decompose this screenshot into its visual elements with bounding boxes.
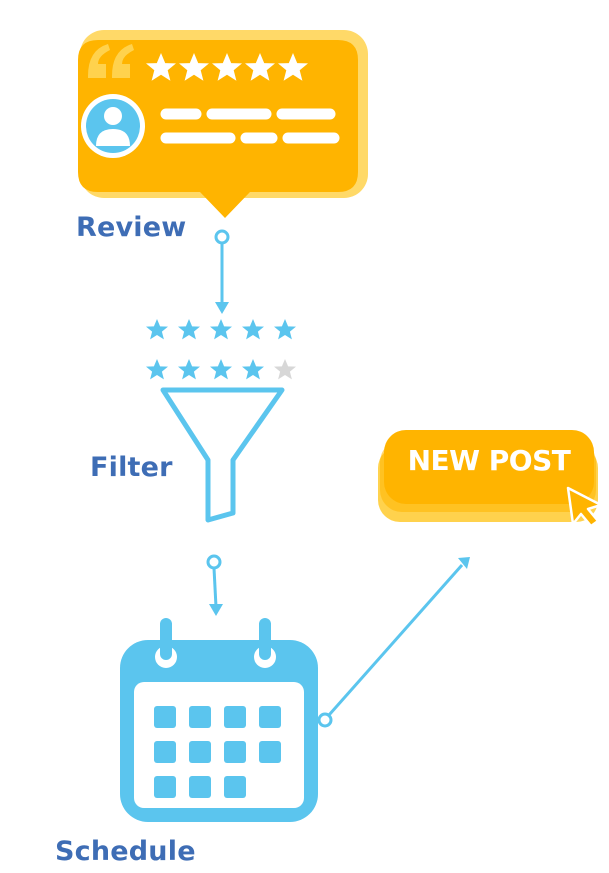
quote-icon <box>88 44 134 78</box>
connector-schedule-to-new-post <box>317 557 470 728</box>
filter-stars-row-1 <box>146 319 296 340</box>
star-icon <box>146 359 168 380</box>
calendar-icon <box>120 618 318 822</box>
star-icon <box>242 319 264 340</box>
review-text-lines <box>160 108 340 144</box>
star-icon <box>178 319 200 340</box>
calendar-grid <box>154 706 281 798</box>
star-icon <box>146 319 168 340</box>
schedule-label: Schedule <box>55 836 196 867</box>
star-icon <box>242 359 264 380</box>
star-icon <box>178 359 200 380</box>
filter-label: Filter <box>90 452 173 483</box>
cursor-click-icon <box>546 462 603 528</box>
star-icon <box>274 319 296 340</box>
new-post-label: NEW POST <box>407 444 571 477</box>
review-label: Review <box>76 212 187 243</box>
connector-filter-to-schedule <box>206 554 223 616</box>
connector-review-to-filter <box>214 229 230 314</box>
user-avatar-icon <box>81 94 145 158</box>
filter-stars-row-2 <box>146 359 296 380</box>
new-post-graphic <box>378 430 603 528</box>
star-empty-icon <box>274 359 296 380</box>
star-icon <box>210 359 232 380</box>
funnel-icon <box>160 387 285 523</box>
star-icon <box>210 319 232 340</box>
review-card <box>78 30 368 218</box>
